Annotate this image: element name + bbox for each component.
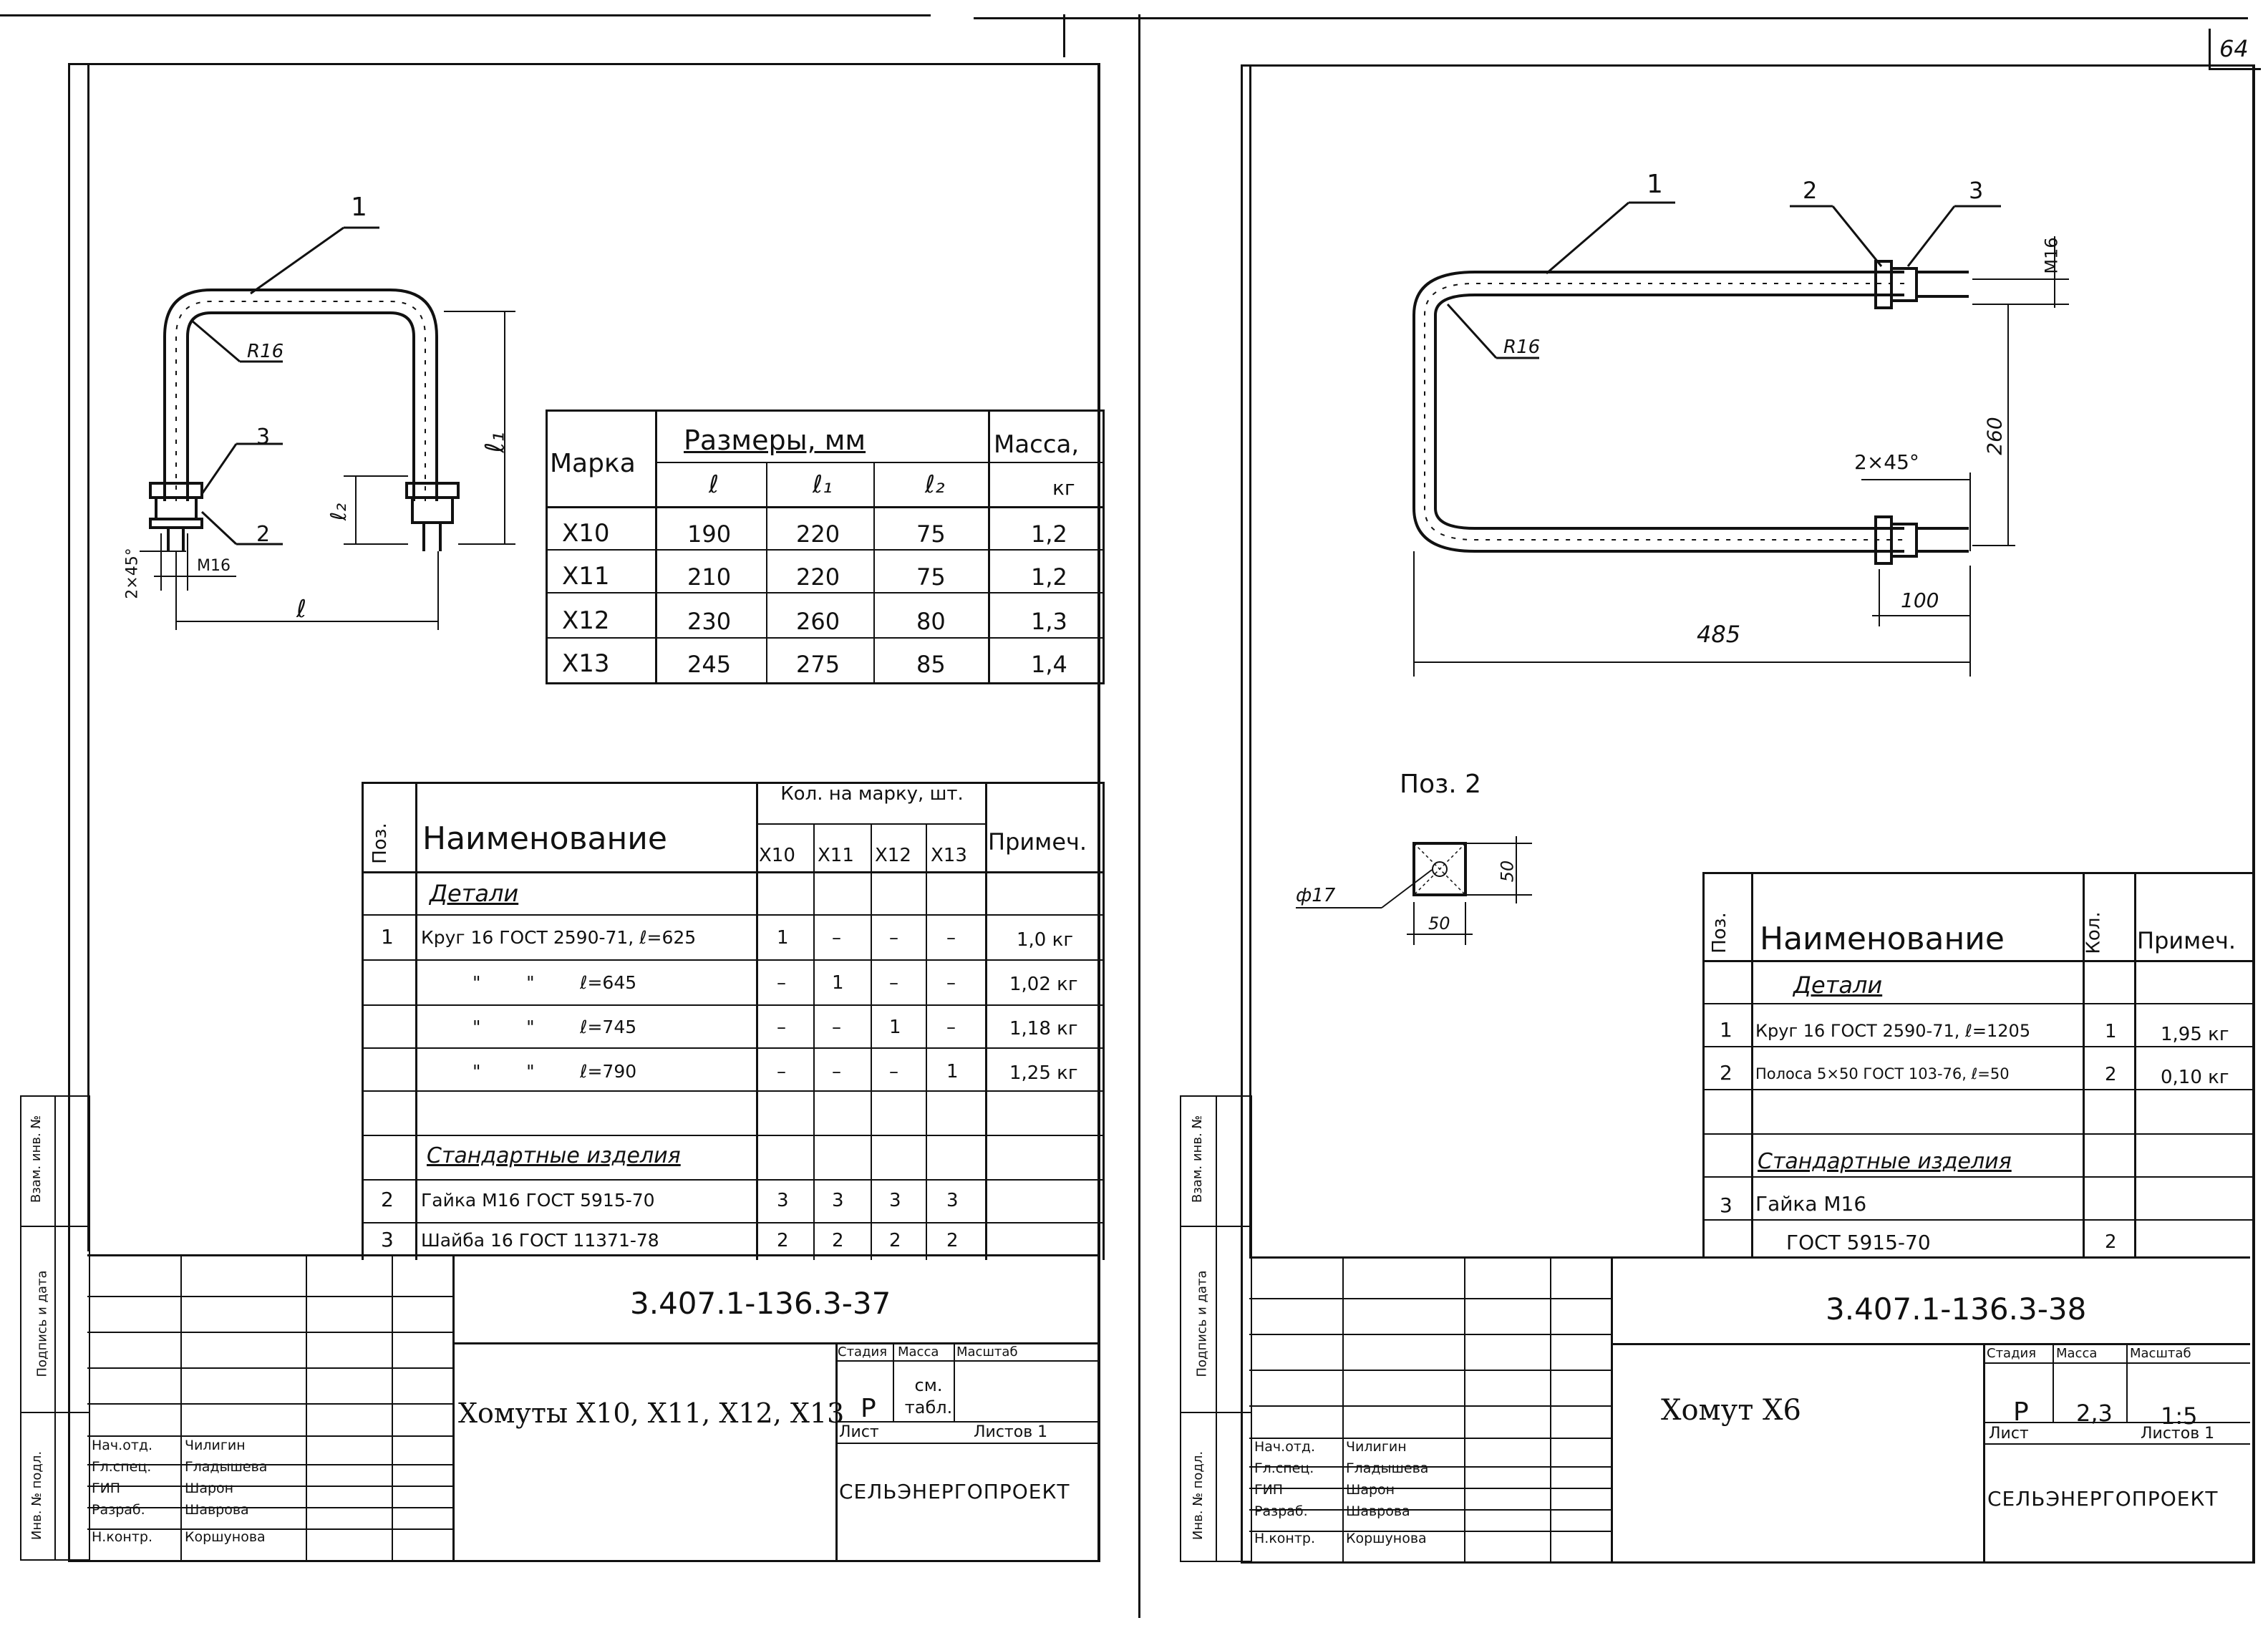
left-mass-label: Масса [898,1344,939,1360]
top-edge-line-right [974,17,2248,19]
left-dim-m16: M16 [197,557,231,575]
right-side-label-0: Инв. № подл. [1191,1450,1206,1541]
marks-table [546,410,1105,684]
left-spec-h-m0: Х10 [759,845,795,866]
right-dim-260: 260 [1982,417,2007,455]
top-edge-line [0,14,931,16]
center-fold-line [1138,14,1140,1618]
right-callout-2: 2 [1803,177,1818,204]
right-scale: 1:5 [2161,1402,2198,1430]
left-doc-title: Хомуты Х10, Х11, Х12, Х13 [458,1397,845,1429]
left-callout-1: 1 [351,193,367,222]
left-spec-h-qty: Кол. на марку, шт. [780,783,964,805]
marks-h-l1: ℓ₁ [813,470,833,499]
page-number: 64 [2219,35,2249,62]
left-callout-2: 2 [256,522,271,547]
right-doc-code: 3.407.1-136.3-38 [1826,1292,2087,1327]
right-spec-h-name: Наименование [1760,921,2005,957]
left-org: СЕЛЬЭНЕРГОПРОЕКТ [839,1480,1070,1503]
right-mass: 2,3 [2076,1400,2113,1427]
left-side-label-2: Взам. инв. № [29,1115,44,1203]
left-callout-radius: R16 [247,341,284,362]
right-callout-3: 3 [1969,177,1984,204]
right-scale-label: Масштаб [2130,1346,2191,1361]
right-callout-radius: R16 [1503,336,1541,358]
left-mass: см. табл. [904,1375,953,1418]
right-side-label-1: Подпись и дата [1194,1270,1210,1377]
right-dim-485: 485 [1697,621,1741,648]
pos2-h: 50 [1497,860,1518,883]
left-sheets-label: Листов 1 [974,1423,1048,1441]
left-doc-code: 3.407.1-136.3-37 [630,1286,891,1321]
left-stage-label: Стадия [838,1344,888,1360]
right-org: СЕЛЬЭНЕРГОПРОЕКТ [1987,1487,2219,1511]
center-tick [1063,14,1065,57]
marks-h-l2: ℓ₂ [925,470,945,499]
left-spec-sec-details: Детали [430,880,519,907]
left-side-strip [20,1095,90,1561]
pos2-title: Поз. 2 [1400,770,1482,799]
left-spec-h-m1: Х11 [818,845,854,866]
right-spec-h-qty: Кол. [2083,911,2105,954]
left-sheet-label: Лист [839,1423,879,1441]
right-spec-sec-std: Стандартные изделия [1758,1149,2012,1174]
marks-h-l: ℓ [709,470,719,499]
left-spec-sec-std: Стандартные изделия [427,1143,681,1168]
left-spec-h-note: Примеч. [988,828,1087,856]
left-spec-table [362,782,1105,1260]
left-stage: Р [861,1394,876,1423]
left-callout-3: 3 [256,425,271,450]
right-dim-m16: M16 [2041,237,2062,274]
right-inner-frame-left [1249,64,1251,1256]
right-spec-h-note: Примеч. [2137,927,2236,954]
left-dim-chamfer: 2×45° [123,548,142,599]
left-spec-h-m3: Х13 [931,845,967,866]
pos2-hole: ф17 [1296,885,1336,906]
right-stage: Р [2013,1397,2029,1427]
right-stage-label: Стадия [1987,1346,2037,1361]
right-spec-sec-details: Детали [1793,971,1883,999]
right-frame [1241,64,2255,1564]
left-side-label-0: Инв. № подл. [29,1450,45,1541]
right-spec-table [1702,872,2254,1259]
marks-h-mark: Марка [550,449,636,478]
left-dim-l2: ℓ₂ [326,503,352,521]
left-side-label-1: Подпись и дата [34,1270,50,1377]
right-doc-title: Хомут Х6 [1661,1394,1801,1427]
right-sheet-label: Лист [1989,1425,2029,1443]
marks-h-mass-unit: кг [1052,476,1075,500]
right-spec-h-pos: Поз. [1708,912,1730,954]
left-spec-h-name: Наименование [422,820,667,857]
left-inner-frame-left [87,63,89,1251]
left-frame [68,63,1100,1562]
right-sheets-label: Листов 1 [2141,1425,2215,1443]
left-spec-h-m2: Х12 [875,845,911,866]
right-side-label-2: Взам. инв. № [1190,1115,1206,1203]
right-callout-1: 1 [1647,170,1663,199]
left-dim-l1: ℓ₁ [480,432,510,453]
left-scale-label: Масштаб [956,1344,1018,1360]
right-title-block [1249,1256,2250,1561]
marks-h-sizes: Размеры, мм [684,425,866,456]
right-side-strip [1180,1095,1252,1562]
pos2-w: 50 [1428,914,1450,934]
page-number-box [2209,29,2261,70]
right-dim-100: 100 [1901,588,1939,612]
left-dim-l: ℓ [296,595,307,624]
marks-h-mass: Масса, [994,430,1080,459]
left-title-block [87,1254,1100,1560]
right-dim-chamfer: 2×45° [1854,450,1919,474]
left-spec-h-pos: Поз. [369,823,391,864]
right-mass-label: Масса [2056,1346,2098,1361]
